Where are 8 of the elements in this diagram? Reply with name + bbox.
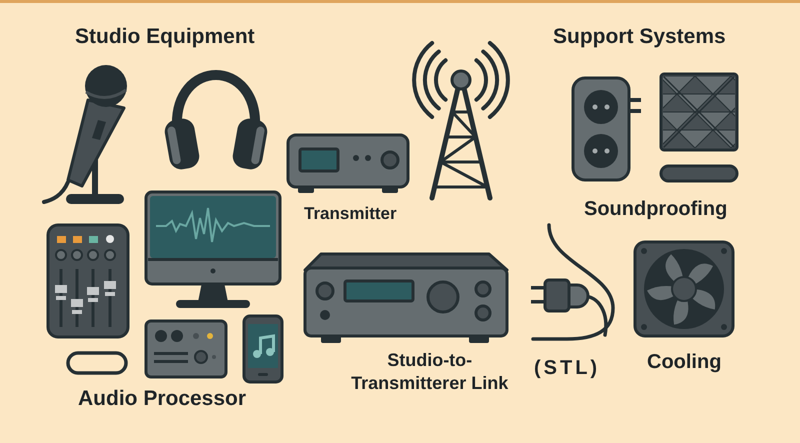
component-label: Cooling xyxy=(647,351,722,374)
component-label: (STL) xyxy=(534,357,600,380)
component-label: Studio-to- Transmitterer Link xyxy=(350,349,510,396)
section-heading: Support Systems xyxy=(553,25,726,50)
component-label: Transmitter xyxy=(304,204,397,224)
component-label: Soundproofing xyxy=(584,198,728,221)
component-label: Audio Processor xyxy=(78,387,246,412)
section-heading: Studio Equipment xyxy=(75,25,255,50)
